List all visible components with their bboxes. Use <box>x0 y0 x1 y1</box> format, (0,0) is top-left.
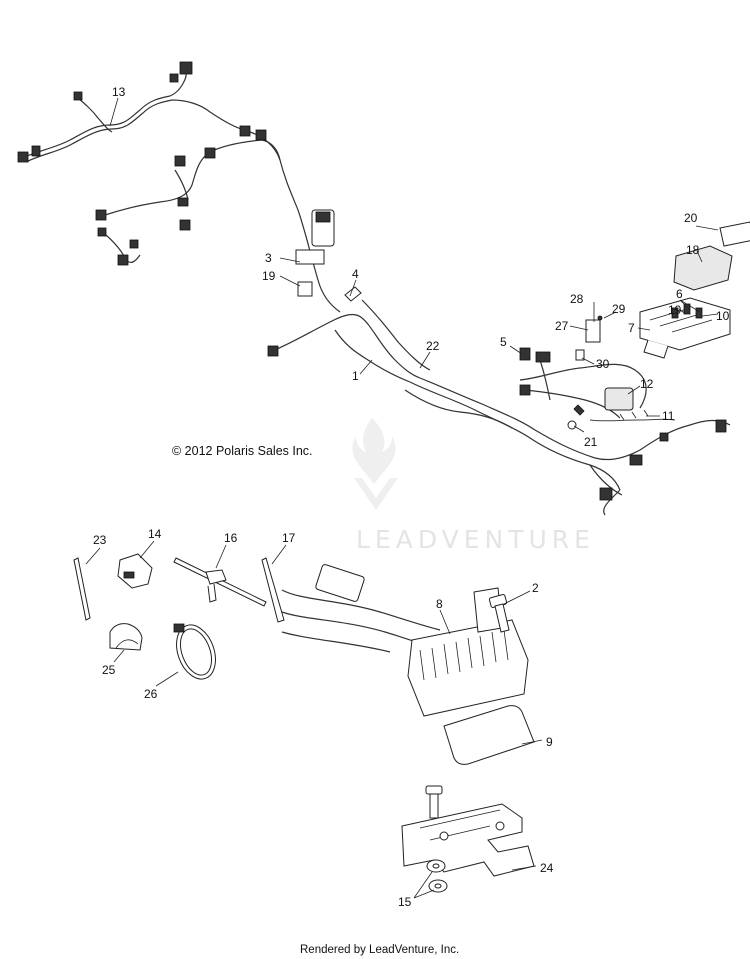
callout-17: 17 <box>282 531 296 545</box>
callout-12: 12 <box>640 377 654 391</box>
callout-16: 16 <box>224 531 238 545</box>
fuse-box-assembly <box>639 221 750 359</box>
callout-18: 18 <box>686 243 700 257</box>
callout-25: 25 <box>102 663 116 677</box>
callout-13: 13 <box>112 85 126 99</box>
cable-tie-23 <box>73 557 91 621</box>
clip-14 <box>117 553 153 589</box>
callout-15: 15 <box>398 895 412 909</box>
callout-21: 21 <box>584 435 598 449</box>
band-26 <box>173 623 216 680</box>
callout-8: 8 <box>436 597 443 611</box>
callout-11: 11 <box>662 409 675 423</box>
watermark-text: LEADVENTURE <box>356 525 595 554</box>
main-harness <box>17 61 731 516</box>
footer-text: Rendered by LeadVenture, Inc. <box>300 944 459 956</box>
callout-9: 9 <box>546 735 553 749</box>
callout-28: 28 <box>570 292 584 306</box>
callout-23: 23 <box>93 533 107 547</box>
callout-27: 27 <box>555 319 569 333</box>
callout-7: 7 <box>628 321 635 335</box>
cable-tie-17 <box>261 557 285 623</box>
callout-19-left: 19 <box>262 269 276 283</box>
callout-6: 6 <box>676 287 683 301</box>
watermark-logo <box>352 418 398 510</box>
callouts: 13 20 18 3 19 4 28 29 6 19 10 27 7 5 30 … <box>93 85 730 909</box>
callout-30: 30 <box>596 357 610 371</box>
callout-24: 24 <box>540 861 554 875</box>
callout-19-right: 19 <box>668 303 682 317</box>
leader-lines <box>85 97 719 899</box>
callout-4: 4 <box>352 267 359 281</box>
callout-2: 2 <box>532 581 539 595</box>
bracket-24 <box>401 803 535 877</box>
pad-9 <box>443 705 535 765</box>
nuts-15 <box>426 859 448 893</box>
callout-3: 3 <box>265 251 272 265</box>
copyright-text: © 2012 Polaris Sales Inc. <box>172 444 313 458</box>
bolt-bracket <box>425 785 443 819</box>
clamp-25 <box>109 623 143 651</box>
callout-1: 1 <box>352 369 359 383</box>
regulator-8 <box>281 564 529 717</box>
callout-22: 22 <box>426 339 440 353</box>
callout-29: 29 <box>612 302 626 316</box>
callout-10: 10 <box>716 309 730 323</box>
callout-5: 5 <box>500 335 507 349</box>
tie-strap-16 <box>173 557 267 607</box>
bolt-2 <box>488 594 510 633</box>
callout-26: 26 <box>144 687 158 701</box>
callout-14: 14 <box>148 527 162 541</box>
callout-20: 20 <box>684 211 698 225</box>
